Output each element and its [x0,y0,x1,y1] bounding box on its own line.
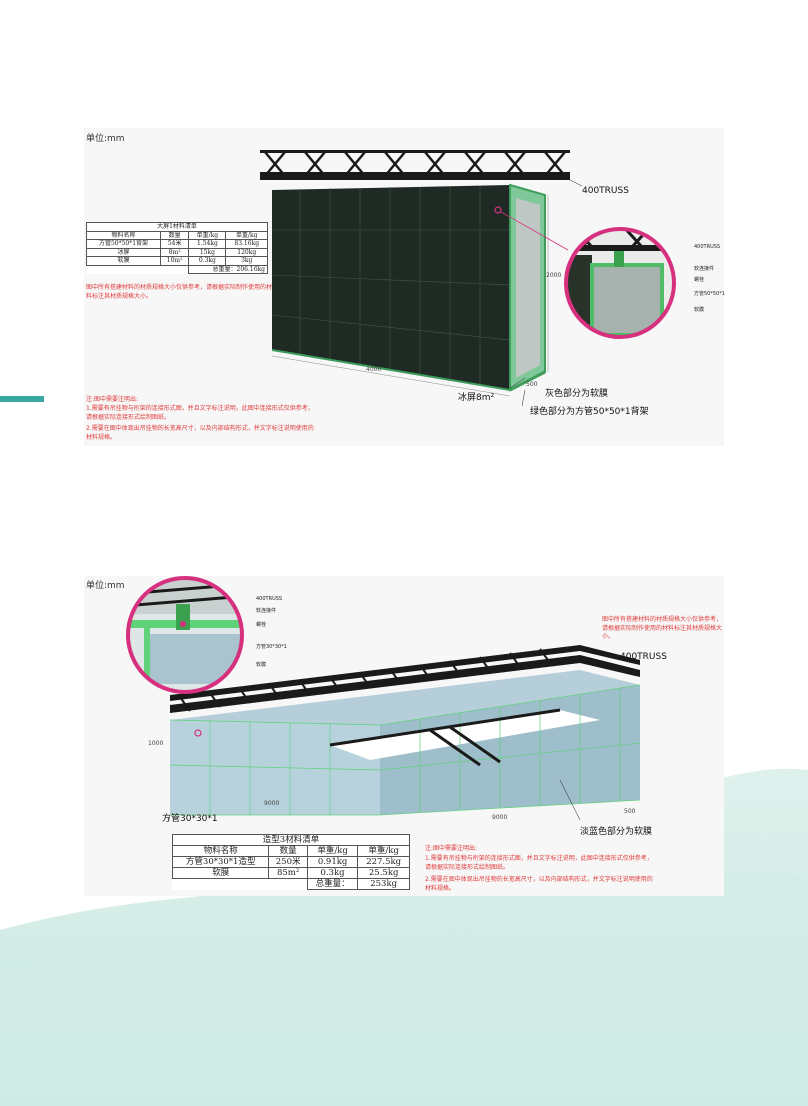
table1-cell: 83.16kg [225,239,268,249]
detail2-label-tube: 方管30*30*1 [256,644,287,650]
section2-note-2: 2.需要在图中体现出吊挂物的长宽高尺寸，以及内部结构形式，并文字标注说明使用的材… [425,876,653,892]
table2-header: 单重/kg [357,845,410,857]
detail1-label-truss: 400TRUSS [694,244,721,250]
table1-header: 单重/kg [188,230,227,240]
table-row: 软膜 85m² 0.3kg 25.5kg [171,867,410,879]
table1-cell: 1.54kg [188,239,227,249]
gray-soft-label: 灰色部分为软膜 [545,389,609,399]
table2-title: 造型3材料清单 [172,834,410,846]
detail2-label-connector: 软连接件 [256,608,277,614]
table1-cell: 冰屏 [86,247,161,257]
table2-header: 数量 [268,845,308,857]
table2-cell: 227.5kg [357,856,410,868]
table2-total-value: 253kg [357,878,410,890]
section2-notes-title: 注:图中需要注明出: [425,845,478,852]
rectangular-frame-diagram [167,645,641,820]
section2-dim-depth: 500 [624,808,636,815]
table2-cell: 软膜 [171,867,270,879]
table2-cell: 0.3kg [306,867,359,879]
section2-truss-label: 400TRUSS [620,652,667,662]
detail2-label-truss: 400TRUSS [256,596,283,602]
table2-cell: 85m² [268,867,308,879]
table2-total-label: 总重量： [306,878,359,890]
section1-dim-depth: 500 [526,381,538,388]
section2-note-1: 1.需要有吊挂物与桁架的连接形式图，并且文字标注说明，此图中连接形式仅供参考，请… [425,855,653,871]
table2-header: 物料名称 [171,845,270,857]
section2-dim-len1: 9000 [264,800,280,807]
section2-material-table: 造型3材料清单 物料名称 数量 单重/kg 单重/kg 方管30*30*1造型 … [171,834,410,890]
section1-dim-height: 2000 [546,272,562,279]
section1-detail-circle [564,227,676,339]
detail1-label-bolt: 螺栓 [694,277,705,283]
section1-dim-width: 4000 [366,366,382,373]
section1-material-table: 大屏1材料清单 物料名称 数量 单重/kg 单重/kg 方管50*50*1背架 … [86,222,268,274]
table-row: 方管30*30*1造型 250米 0.91kg 227.5kg [171,856,410,868]
table1-title: 大屏1材料清单 [86,222,268,232]
detail1-label-connector: 软连接件 [694,266,715,272]
table-row: 方管50*50*1背架 54米 1.54kg 83.16kg [86,239,268,249]
table1-cell: 0.3kg [188,256,227,266]
detail1-label-tube: 方管50*50*1 [694,291,725,297]
ice-screen-diagram [260,150,583,407]
table1-cell: 软膜 [86,256,161,266]
table1-cell: 方管50*50*1背架 [86,239,161,249]
detail2-label-film: 软膜 [256,662,267,668]
table2-cell: 0.91kg [306,856,359,868]
table1-cell: 54米 [159,239,190,249]
table2-cell: 25.5kg [357,867,410,879]
square-tube-label: 方管30*30*1 [162,814,218,824]
section1-notes-title: 注:图中需要注明出: [86,396,139,403]
section2-dim-height: 1000 [148,740,164,747]
section1-truss-label: 400TRUSS [582,186,629,196]
table-row: 软膜 10m² 0.3kg 3kg [86,256,268,266]
side-accent-tab [0,396,44,402]
table1-header: 数量 [159,230,190,240]
table1-cell: 3kg [225,256,268,266]
table1-cell: 120kg [225,247,268,257]
table1-cell: 10m² [159,256,190,266]
ice-screen-label: 冰屏8m² [458,393,495,403]
section1-unit-label: 单位:mm [86,134,125,144]
table1-header: 单重/kg [225,230,268,240]
section1-note-2: 2.需要在图中体现出吊挂物的长宽高尺寸，以及内部结构形式，并文字标注说明使用的材… [86,425,314,441]
table-row: 冰屏 8m² 15kg 120kg [86,247,268,257]
table1-cell: 8m² [159,247,190,257]
table2-cell: 方管30*30*1造型 [171,856,270,868]
section1-red-note: 图中所有搭建材料的材质规格大小仅供参考，请根据实际制作使用的材料标注其材质规格大… [86,284,273,300]
detail1-label-film: 软膜 [694,307,705,313]
detail2-label-bolt: 螺栓 [256,622,267,628]
table1-total: 总重量：206.16kg [188,264,268,274]
light-blue-label: 淡蓝色部分为软膜 [580,827,653,837]
section2-dim-len2: 9000 [492,814,508,821]
section2-unit-label: 单位:mm [86,581,125,591]
green-frame-label: 绿色部分为方管50*50*1背架 [530,407,649,417]
table1-header: 物料名称 [86,230,161,240]
section2-red-note: 图中所有搭建材料的材质规格大小仅供参考，请根据实际制作使用的材料标注其材质规格大… [602,616,723,640]
section2-detail-circle [126,576,244,694]
section1-note-1: 1.需要有吊挂物与桁架的连接形式图，并且文字标注说明，此图中连接形式仅供参考，请… [86,405,314,421]
table2-header: 单重/kg [306,845,359,857]
table1-cell: 15kg [188,247,227,257]
table2-cell: 250米 [268,856,308,868]
